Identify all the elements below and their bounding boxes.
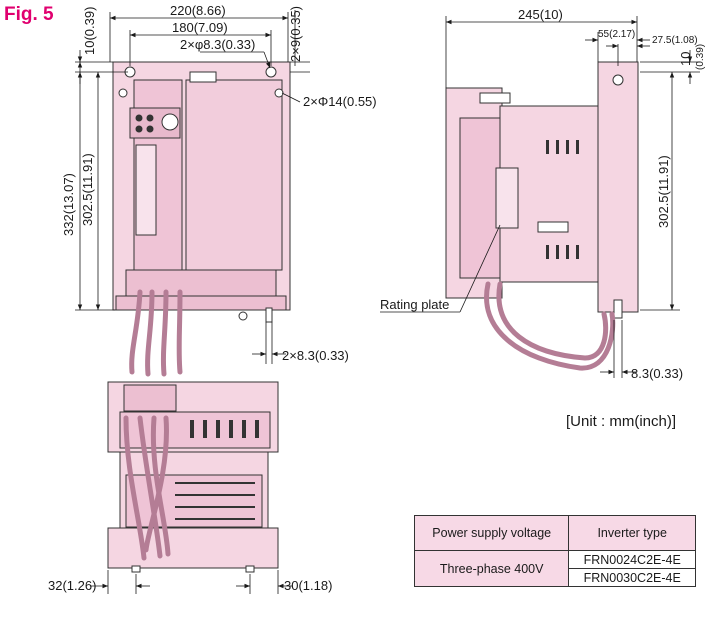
table-row: FRN0030C2E-4E bbox=[415, 568, 696, 587]
front-dimensions bbox=[75, 10, 310, 364]
side-view bbox=[445, 61, 639, 319]
dim-side-offset: 10 bbox=[678, 52, 693, 66]
side-mount-plate bbox=[597, 61, 639, 313]
table-header-voltage: Power supply voltage bbox=[413, 515, 570, 551]
dim-side-hole: 8.3(0.33) bbox=[631, 366, 683, 381]
dim-side-offset-inch: (0.39) bbox=[695, 44, 706, 70]
bottom-view bbox=[107, 381, 279, 573]
bottom-dimensions bbox=[90, 570, 292, 594]
dim-side-flange: 27.5(1.08) bbox=[652, 35, 698, 46]
dim-side-height-mount: 302.5(11.91) bbox=[656, 155, 671, 228]
bottom-base bbox=[107, 527, 279, 569]
front-cables bbox=[129, 289, 183, 377]
table-row: Three-phase 400V FRN0024C2E-4E bbox=[413, 550, 696, 587]
bottom-cables bbox=[123, 415, 171, 561]
table-cell-voltage: Three-phase 400V bbox=[413, 550, 570, 587]
dim-side-depth-overall: 245(10) bbox=[518, 7, 563, 22]
table-cell-model-2: FRN0030C2E-4E bbox=[568, 568, 696, 587]
dim-front-height-overall: 332(13.07) bbox=[61, 173, 76, 236]
side-dimensions bbox=[380, 16, 700, 378]
dim-front-bottom-holes: 2×8.3(0.33) bbox=[282, 348, 349, 363]
dim-front-large-holes: 2×Φ14(0.55) bbox=[303, 94, 377, 109]
dim-front-width-mount: 180(7.09) bbox=[172, 20, 228, 35]
dim-front-width-overall: 220(8.66) bbox=[170, 3, 226, 18]
table-header-type: Inverter type bbox=[568, 515, 696, 551]
dial-icon bbox=[161, 113, 179, 131]
front-view bbox=[112, 61, 291, 323]
rating-plate-label: Rating plate bbox=[380, 297, 449, 312]
dim-front-top-offset-right: 2×9(0.35) bbox=[288, 6, 303, 62]
dim-front-height-mount: 302.5(11.91) bbox=[80, 153, 95, 226]
figure-title: Fig. 5 bbox=[4, 4, 54, 25]
table-cell-model-1: FRN0024C2E-4E bbox=[568, 550, 696, 569]
dim-bottom-right-offset: 30(1.18) bbox=[284, 578, 332, 593]
dim-front-top-offset-left: 10(0.39) bbox=[82, 7, 97, 55]
dim-front-top-holes: 2×φ8.3(0.33) bbox=[180, 37, 255, 52]
mount-hole-top-right bbox=[265, 66, 277, 78]
side-cables bbox=[484, 281, 616, 371]
spec-table: Power supply voltage Inverter type Three… bbox=[413, 515, 696, 587]
unit-note: [Unit : mm(inch)] bbox=[566, 413, 676, 430]
dim-side-depth-part: 55(2.17) bbox=[598, 29, 635, 40]
keypad bbox=[129, 107, 181, 139]
table-header-row: Power supply voltage Inverter type bbox=[413, 515, 696, 551]
dim-bottom-left-offset: 32(1.26) bbox=[48, 578, 96, 593]
